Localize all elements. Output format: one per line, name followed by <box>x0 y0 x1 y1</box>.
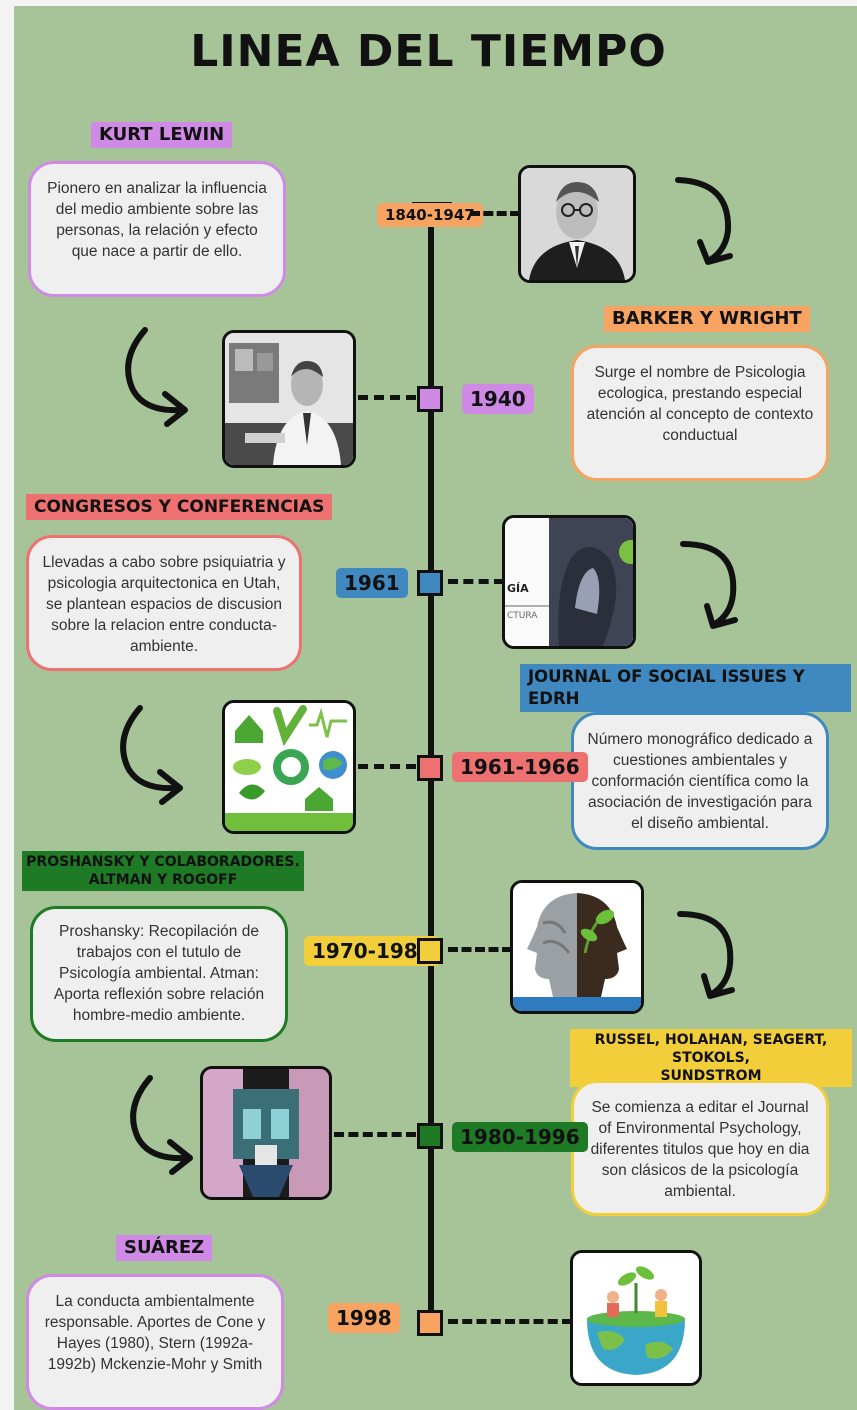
cover-subtitle-text: CTURA <box>507 611 538 621</box>
event-date: 1940 <box>462 384 534 414</box>
event-tag-line: RUSSEL, HOLAHAN, SEAGERT, STOKOLS, <box>594 1032 828 1066</box>
event-tag: CONGRESOS Y CONFERENCIAS <box>26 494 333 520</box>
event-tag-line: ALTMAN Y ROGOFF <box>88 872 238 888</box>
event-date: 1998 <box>328 1303 400 1333</box>
curved-arrow-icon <box>680 541 738 629</box>
connector-dash <box>358 395 416 400</box>
event-tag: RUSSEL, HOLAHAN, SEAGERT, STOKOLS, SUNDS… <box>570 1029 852 1087</box>
event-card: Se comienza a editar el Journal of Envir… <box>571 1080 829 1216</box>
event-card: Pionero en analizar la influencia del me… <box>28 161 286 297</box>
timeline-node <box>417 755 443 781</box>
timeline-node <box>417 386 443 412</box>
timeline-node <box>417 1123 443 1149</box>
event-tag: KURT LEWIN <box>91 122 233 148</box>
curved-arrow-icon <box>120 705 183 805</box>
connector-dash <box>448 579 504 584</box>
abstract-image <box>200 1066 332 1200</box>
event-date: 1961-1966 <box>452 752 588 782</box>
timeline-node <box>417 570 443 596</box>
curved-arrow-icon <box>125 327 188 427</box>
connector-dash <box>448 947 512 952</box>
office-photo <box>222 330 356 468</box>
heads-illustration <box>510 880 644 1014</box>
page-title: LINEA DEL TIEMPO <box>190 26 667 77</box>
timeline-node <box>417 938 443 964</box>
event-tag-line: PROSHANSKY Y COLABORADORES. <box>26 854 300 870</box>
connector-dash <box>334 1132 416 1137</box>
cover-title-text: GÍA <box>507 582 529 595</box>
event-card: Surge el nombre de Psicologia ecologica,… <box>571 345 829 481</box>
event-tag: PROSHANSKY Y COLABORADORES. ALTMAN Y ROG… <box>22 851 304 891</box>
eco-icons-image <box>222 700 356 834</box>
curved-arrow-icon <box>675 177 733 265</box>
event-card: Proshansky: Recopilación de trabajos con… <box>30 906 288 1042</box>
timeline-node <box>417 1310 443 1336</box>
event-date: 1961 <box>336 568 408 598</box>
event-card: Número monográfico dedicado a cuestiones… <box>571 712 829 850</box>
earth-illustration <box>570 1250 702 1386</box>
curved-arrow-icon <box>677 911 735 999</box>
connector-dash <box>358 764 416 769</box>
event-tag: BARKER Y WRIGHT <box>604 306 810 332</box>
connector-dash <box>470 211 520 216</box>
event-card: Llevadas a cabo sobre psiquiatria y psic… <box>26 535 302 671</box>
event-tag: JOURNAL OF SOCIAL ISSUES Y EDRH <box>520 664 851 712</box>
connector-dash <box>448 1319 572 1324</box>
event-tag: SUÁREZ <box>116 1235 213 1261</box>
portrait-photo <box>518 165 636 283</box>
event-card: La conducta ambientalmente responsable. … <box>26 1274 284 1410</box>
event-date: 1840-1947 <box>377 203 483 227</box>
book-cover-image: GÍA CTURA <box>502 515 636 649</box>
event-date: 1980-1996 <box>452 1122 588 1152</box>
curved-arrow-icon <box>130 1075 193 1175</box>
